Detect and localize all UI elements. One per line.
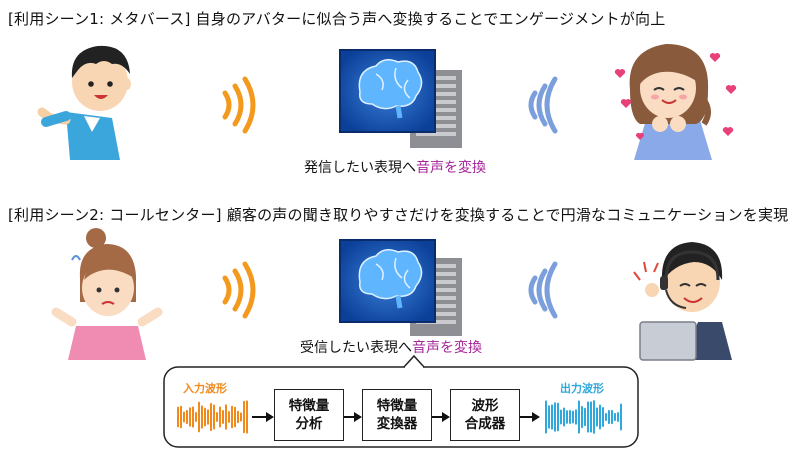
flow-arrow-icon	[252, 412, 540, 422]
sound-wave-icon	[528, 76, 558, 134]
scene1-label-highlight: 音声を変換	[416, 160, 486, 176]
ai-server-icon	[339, 49, 462, 148]
sound-wave-icon	[222, 76, 256, 134]
step-line1: 特徴量	[376, 398, 418, 414]
output-waveform-label: 出力波形	[560, 382, 604, 395]
step-line1: 波形	[471, 398, 499, 414]
scene2-conversion-label: 受信したい表現へ音声を変換	[300, 337, 482, 357]
scene2-label-prefix: 受信したい表現へ	[300, 340, 412, 356]
step-line2: 変換器	[376, 416, 418, 432]
waveform-synthesizer-box: 波形 合成器	[450, 389, 520, 441]
woman-worried-avatar-icon	[51, 228, 163, 360]
boy-avatar-icon	[37, 45, 131, 160]
step-line2: 分析	[295, 416, 323, 432]
scene2-caption: [利用シーン2: コールセンター] 顧客の声の聞き取りやすさだけを変換することで…	[8, 206, 789, 224]
scene1-conversion-label: 発信したい表現へ音声を変換	[304, 157, 486, 177]
output-waveform-icon	[545, 400, 622, 434]
scene1-label-prefix: 発信したい表現へ	[304, 160, 416, 176]
feature-converter-box: 特徴量 変換器	[362, 389, 432, 441]
scene1-caption: [利用シーン1: メタバース] 自身のアバターに似合う声へ変換することでエンゲー…	[8, 10, 666, 28]
step-line2: 合成器	[464, 416, 506, 432]
ai-server-icon	[339, 239, 462, 336]
feature-analysis-box: 特徴量 分析	[274, 389, 344, 441]
step-line1: 特徴量	[288, 398, 330, 414]
woman-happy-avatar-icon	[629, 44, 712, 160]
input-waveform-label: 入力波形	[183, 382, 227, 395]
scene2-label-highlight: 音声を変換	[412, 340, 482, 356]
operator-avatar-icon	[633, 242, 732, 361]
input-waveform-icon	[177, 400, 248, 434]
sound-wave-icon	[528, 261, 558, 319]
heart-icon	[614, 53, 737, 140]
sound-wave-icon	[222, 261, 256, 319]
